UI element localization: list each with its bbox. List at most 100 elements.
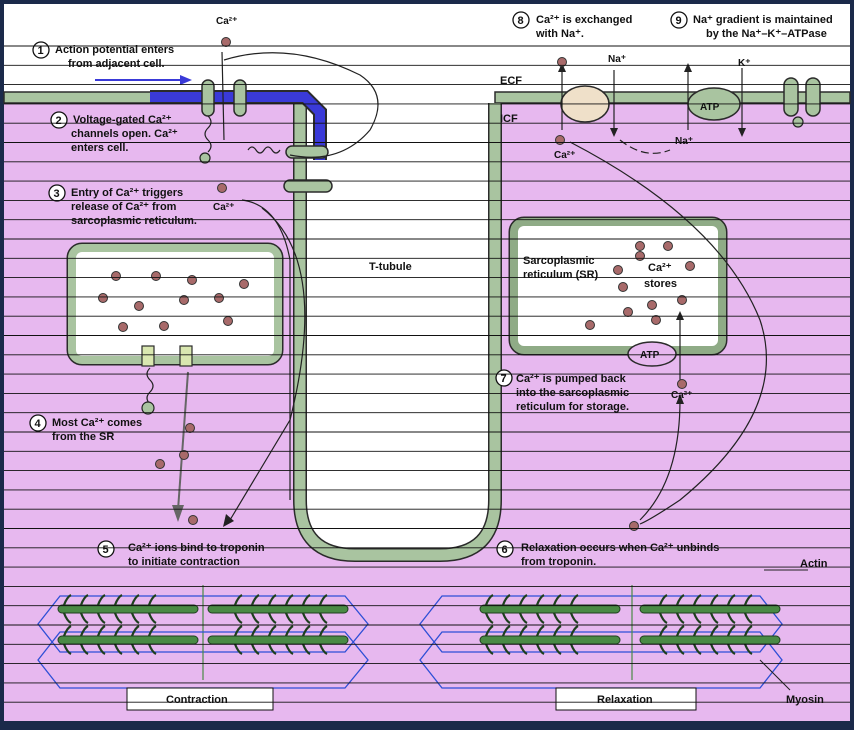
- k-ion-label: K⁺: [738, 58, 751, 69]
- myosin-head: [147, 594, 157, 606]
- svg-text:2: 2: [56, 115, 62, 127]
- ca-ion: [179, 450, 189, 460]
- myosin-head: [709, 612, 719, 624]
- myosin-head: [130, 612, 140, 624]
- myosin-head: [501, 625, 511, 637]
- myosin-head: [569, 612, 579, 624]
- svg-text:8: 8: [518, 15, 524, 27]
- ca-ion: [585, 320, 595, 330]
- myosin-head: [552, 594, 562, 606]
- ca-ion: [98, 293, 108, 303]
- ca-ion: [111, 271, 121, 281]
- myosin-label: Myosin: [786, 694, 824, 706]
- myosin-head: [692, 612, 702, 624]
- myosin-head: [284, 643, 294, 655]
- atp-membrane-label: ATP: [700, 102, 720, 113]
- myosin-head: [267, 594, 277, 606]
- t-tubule-lumen: [300, 103, 495, 555]
- action-potential-arrow: [95, 75, 192, 85]
- sarcomere-contraction: [37, 585, 369, 689]
- myosin-head: [726, 594, 736, 606]
- contraction-caption: Contraction: [166, 694, 228, 706]
- ca-ions: [98, 37, 695, 531]
- ca-to-troponin-arrow-a: [229, 207, 306, 521]
- ca-ion: [647, 300, 657, 310]
- sr-name-line2: reticulum (SR): [523, 269, 599, 281]
- ca-ion: [187, 275, 197, 285]
- myosin-head: [484, 594, 494, 606]
- myosin-head: [79, 594, 89, 606]
- myosin-head: [318, 612, 328, 624]
- ca-ion: [155, 459, 165, 469]
- svg-text:5: 5: [103, 544, 109, 556]
- ca-exchanger-label: Ca²⁺: [554, 150, 575, 161]
- myosin-head: [692, 594, 702, 606]
- myosin-head: [552, 625, 562, 637]
- myosin-head: [658, 643, 668, 655]
- myosin-head: [267, 643, 277, 655]
- ca-ion: [677, 295, 687, 305]
- sr-right: [508, 216, 728, 356]
- na-icf-label: Na⁺: [675, 136, 693, 147]
- svg-text:channels open. Ca²⁺: channels open. Ca²⁺: [71, 128, 178, 140]
- svg-text:7: 7: [501, 373, 507, 385]
- myosin-head: [96, 643, 106, 655]
- sr-atp-pump: [627, 311, 684, 380]
- myosin-head: [535, 643, 545, 655]
- relaxation-to-pump-arrow-head: [676, 394, 684, 404]
- ruled-lines: [4, 45, 850, 703]
- myosin-head: [658, 625, 668, 637]
- myosin-head: [518, 594, 528, 606]
- ca-to-troponin-arrow-a-head: [223, 514, 234, 527]
- myosin-head: [569, 625, 579, 637]
- myosin-head: [518, 625, 528, 637]
- dhpr-ryr-coupling: [247, 145, 333, 193]
- myosin-head: [267, 625, 277, 637]
- myosin-head: [501, 594, 511, 606]
- myosin-head: [130, 643, 140, 655]
- ca-ion: [217, 183, 227, 193]
- svg-text:from troponin.: from troponin.: [521, 556, 596, 568]
- myosin-head: [113, 643, 123, 655]
- myosin-head: [62, 612, 72, 624]
- myosin-head: [535, 612, 545, 624]
- myosin-head: [501, 643, 511, 655]
- myosin-head: [113, 625, 123, 637]
- myosin-head: [113, 594, 123, 606]
- myosin-head: [62, 594, 72, 606]
- svg-text:9: 9: [676, 15, 682, 27]
- ca-ion: [221, 37, 231, 47]
- svg-text:from adjacent cell.: from adjacent cell.: [68, 58, 165, 70]
- svg-text:enters cell.: enters cell.: [71, 142, 128, 154]
- ca-sr-release-label: Ca²⁺: [213, 202, 234, 213]
- myosin-head: [318, 625, 328, 637]
- myosin-head: [658, 594, 668, 606]
- na-ecf-label: Na⁺: [608, 54, 626, 65]
- exchanger-path: [569, 141, 767, 525]
- myosin-head: [709, 594, 719, 606]
- myosin-head: [284, 594, 294, 606]
- icf-label: ICF: [500, 113, 518, 125]
- myosin-head: [552, 612, 562, 624]
- ca-ion: [134, 301, 144, 311]
- myosin-head: [62, 625, 72, 637]
- myosin-head: [743, 625, 753, 637]
- svg-text:Na⁺ gradient is maintained: Na⁺ gradient is maintained: [693, 14, 833, 26]
- myosin-head: [96, 594, 106, 606]
- svg-text:from the SR: from the SR: [52, 431, 114, 443]
- myosin-head: [518, 612, 528, 624]
- myosin-head: [96, 612, 106, 624]
- ca-ion: [159, 321, 169, 331]
- ca-ion: [239, 279, 249, 289]
- myosin-head: [130, 625, 140, 637]
- myosin-head: [250, 612, 260, 624]
- myosin-head: [267, 612, 277, 624]
- myosin-head: [569, 594, 579, 606]
- myosin-head: [147, 643, 157, 655]
- myosin-head: [301, 643, 311, 655]
- sr-to-troponin-arrow: [177, 371, 189, 511]
- myosin-head: [79, 612, 89, 624]
- step-7: 7 Ca²⁺ is pumped back into the sarcoplas…: [495, 369, 629, 413]
- myosin-heads: [62, 594, 753, 655]
